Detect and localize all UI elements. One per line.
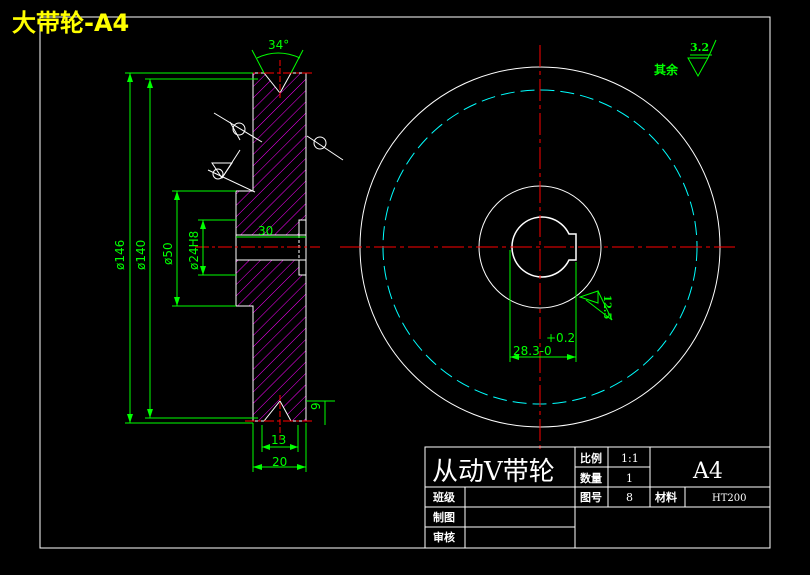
front-view [340,45,735,450]
drawing-frame [39,16,771,549]
hub-diameter-label: ø50 [161,242,175,265]
roughness-note-value: 3.2 [690,41,709,54]
sheet-size: A4 [692,459,723,484]
class-label: 班级 [433,490,456,504]
section-arrowheads [127,73,306,470]
material-value: HT200 [712,493,746,504]
keyway-dimension-label: 28.3-0 [513,344,552,358]
pulley-width-label: 20 [272,455,287,469]
bore-with-keyway [511,216,577,278]
keyway-dimension [509,250,613,362]
pitch-diameter-label: ø140 [134,240,148,270]
roughness-symbol-keyway [578,290,613,321]
section-upper [235,72,307,236]
roughness-circle-icon [232,122,246,136]
part-name: 从动V带轮 [432,457,555,487]
material-label: 材料 [655,490,677,504]
roughness-symbols-section [207,112,344,193]
quantity-value: 1 [626,472,633,485]
title-block [424,446,771,549]
quantity-label: 数量 [580,471,602,485]
scale-label: 比例 [580,451,602,465]
section-lower [235,259,307,422]
outer-diameter-label: ø146 [113,240,127,270]
hub-length-label: 30 [258,224,273,238]
roughness-note-label: 其余 [654,62,679,77]
section-view [195,60,320,440]
scale-value: 1:1 [621,452,639,465]
groove-top-width-label: 13 [271,433,286,447]
drawing-number-value: 8 [626,491,633,504]
sheet-title: 大带轮-A4 [12,9,130,37]
roughness-keyway-value: 12.5 [601,295,612,319]
groove-depth-label: 9 [309,402,323,410]
roughness-note [687,39,717,78]
checked-by-label: 审核 [433,530,455,544]
roughness-circle-icon [212,168,224,180]
roughness-circle-icon [313,136,327,150]
keyway-tolerance-label: +0.2 [546,331,575,345]
groove-angle-label: 34° [268,38,289,52]
drawing-number-label: 图号 [580,491,602,504]
drawn-by-label: 制图 [433,510,455,524]
bore-diameter-label: ø24H8 [187,231,201,270]
